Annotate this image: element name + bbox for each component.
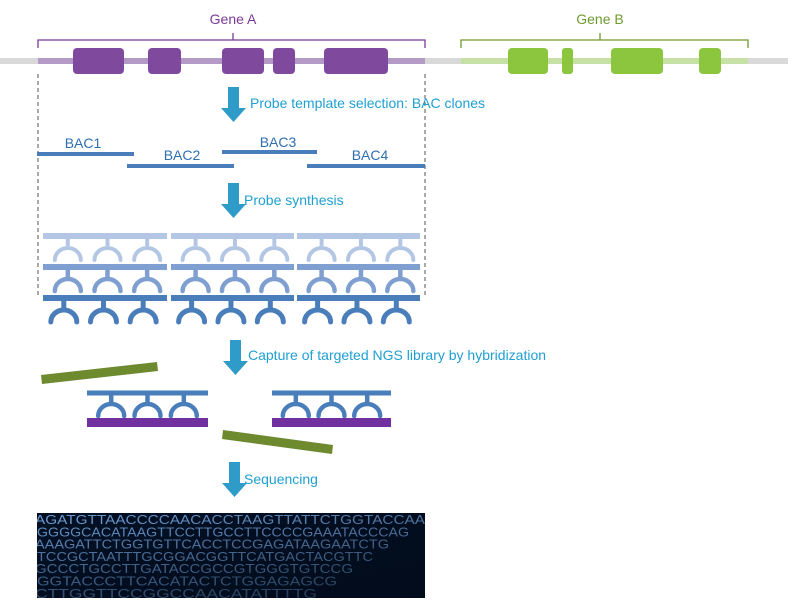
gene-b-exon [611, 48, 663, 74]
step-2: Probe synthesis [221, 183, 344, 218]
probe-cup [316, 401, 347, 419]
probe-cup [341, 307, 373, 325]
gene-b-exon [508, 48, 548, 74]
probe-row [43, 233, 420, 262]
captured-hybrid [87, 390, 208, 427]
bac3-label: BAC3 [260, 134, 297, 150]
probe-cup [380, 307, 412, 325]
probe-cup [48, 307, 80, 325]
probe-cup [180, 276, 211, 294]
probe-cup [52, 276, 84, 294]
bac2-label: BAC2 [164, 147, 201, 163]
probe-cup [385, 276, 416, 294]
gene-a-exon [273, 48, 295, 74]
gene-a-exon [73, 48, 124, 74]
sequencing-readout-image: AGATGTTAACCCCAACACCTAAGTTATTCTGGTACCAAGG… [37, 513, 425, 598]
gene-a-exon [148, 48, 181, 74]
captured-hybrids [87, 390, 391, 427]
probe-cup [219, 276, 251, 294]
probe-cup [345, 276, 377, 294]
down-arrow-icon [222, 462, 247, 497]
step-1-label: Probe template selection: BAC clones [250, 95, 485, 111]
gene-b-bracket [460, 39, 749, 48]
probe-cup [302, 307, 334, 325]
down-arrow-icon [221, 87, 246, 122]
gene-b-label: Gene B [576, 11, 623, 27]
synthesized-probes [43, 233, 420, 325]
step-4-label: Sequencing [244, 471, 318, 487]
probe-cup [215, 307, 247, 325]
step-1: Probe template selection: BAC clones [221, 87, 485, 122]
library-fragment [41, 362, 158, 384]
probe-cup [306, 246, 337, 262]
gene-a-exon [222, 48, 264, 74]
probe-cup [259, 276, 290, 294]
gene-b-exon [699, 48, 721, 74]
step-2-label: Probe synthesis [244, 192, 344, 208]
gene-a-bracket [37, 39, 426, 48]
probe-cup [280, 401, 312, 419]
probe-cup [132, 246, 163, 262]
probe-cup [180, 246, 211, 262]
captured-target-dna [87, 418, 208, 427]
probe-cup [132, 401, 163, 419]
down-arrow-icon [221, 183, 246, 218]
gene-a-label: Gene A [210, 11, 257, 27]
probe-cup [87, 307, 119, 325]
probe-cup [345, 246, 376, 262]
probe-cup [176, 307, 208, 325]
probe-cup [259, 246, 290, 262]
probe-row [43, 264, 420, 294]
step-3: Capture of targeted NGS library by hybri… [223, 340, 546, 375]
down-arrow-icon [223, 340, 248, 375]
step-3-label: Capture of targeted NGS library by hybri… [248, 347, 546, 363]
bac4-label: BAC4 [352, 147, 389, 163]
step-4: Sequencing [222, 462, 318, 497]
gene-b-exon [562, 48, 573, 74]
gene-b: Gene B [460, 11, 749, 74]
captured-target-dna [272, 418, 391, 427]
probe-cup [168, 401, 200, 419]
gene-a-region-box [37, 74, 426, 297]
probe-cup [95, 401, 127, 419]
probe-cup [52, 246, 83, 262]
probe-cup [385, 246, 416, 262]
bac1-label: BAC1 [65, 135, 102, 151]
captured-hybrid [272, 390, 391, 427]
probe-cup [306, 276, 337, 294]
probe-cup [131, 276, 163, 294]
gene-a-exon [324, 48, 388, 74]
probe-cup [92, 246, 123, 262]
probe-cup [127, 307, 159, 325]
probe-cup [254, 307, 286, 325]
gene-a: Gene A [37, 11, 426, 74]
probe-cup [219, 246, 250, 262]
probe-cup [351, 401, 383, 419]
library-fragment [222, 430, 333, 454]
bac-clones: BAC1 BAC2 BAC3 BAC4 [37, 134, 425, 168]
gene-b-track [461, 58, 748, 64]
probe-cup [92, 276, 123, 294]
probe-row [43, 295, 420, 325]
